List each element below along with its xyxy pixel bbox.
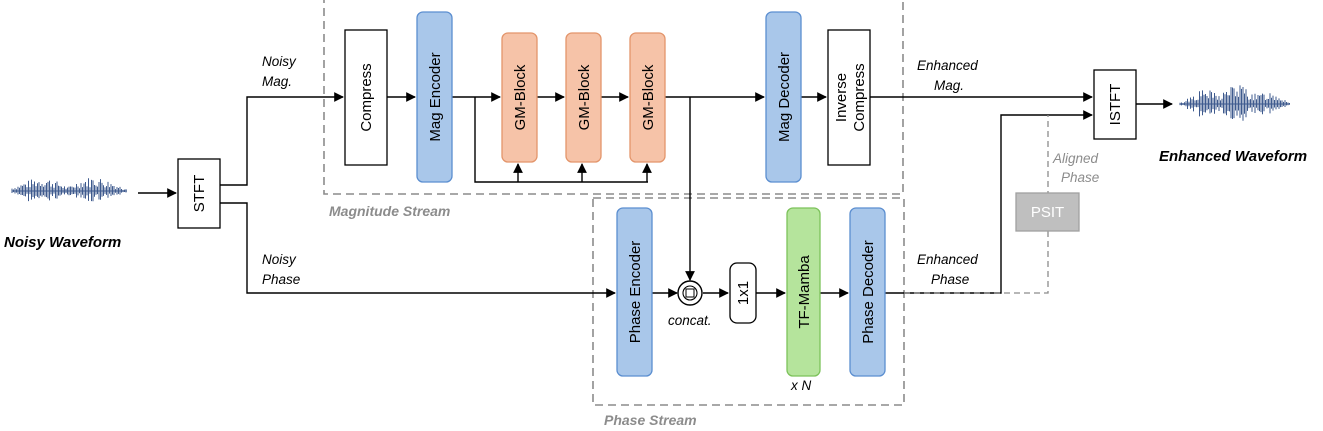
concat-label: concat. [668, 313, 712, 328]
phase-stream-label: Phase Stream [604, 412, 697, 428]
repeat-n-label: x N [790, 378, 812, 393]
concat-inner-ring [682, 285, 698, 301]
enhanced-waveform-label: Enhanced Waveform [1159, 148, 1307, 165]
stft-label: STFT [191, 175, 208, 213]
noisy-mag-label-line2: Mag. [262, 74, 292, 89]
arrow-phase-decoder-to-istft [885, 110, 1093, 294]
stft-block [177, 158, 221, 229]
istft-block [1093, 69, 1137, 140]
mag-encoder-label: Mag Encoder [427, 52, 444, 141]
noisy-mag-label-line1: Noisy [262, 54, 297, 69]
aligned-phase-label-line2: Phase [1061, 170, 1099, 185]
tf-mamba-label: TF-Mamba [796, 255, 813, 329]
phase-decoder-block [849, 207, 886, 377]
aligned-phase-label-line1: Aligned [1052, 151, 1099, 166]
phase-encoder-label: Phase Encoder [627, 241, 644, 344]
mag-decoder-label: Mag Decoder [776, 52, 793, 142]
inverse-compress-label-line1: Inverse [833, 73, 850, 122]
conv-1x1-block [729, 262, 757, 324]
enhanced-phase-label-line1: Enhanced [917, 252, 978, 267]
concat-inner-square [685, 288, 695, 298]
psit-label: PSIT [1031, 204, 1064, 221]
skip-connection-bus [474, 97, 648, 183]
conv-1x1-label: 1x1 [735, 281, 752, 305]
noisy-waveform-icon [11, 178, 127, 202]
mag-encoder-block [416, 11, 453, 183]
enhanced-mag-label-line1: Enhanced [917, 58, 978, 73]
mag-decoder-block [765, 11, 802, 183]
gm-block-3-label: GM-Block [640, 64, 657, 130]
compress-label: Compress [358, 63, 375, 131]
gm-block-2-label: GM-Block [576, 64, 593, 130]
enhanced-mag-label-line2: Mag. [934, 78, 964, 93]
noisy-phase-label-line1: Noisy [262, 252, 297, 267]
gm-block-3 [629, 32, 666, 163]
compress-block [344, 29, 388, 166]
psit-block [1015, 192, 1080, 232]
psit-aligned-phase-path [904, 115, 1049, 294]
noisy-waveform-label: Noisy Waveform [4, 234, 121, 251]
enhanced-waveform-icon [1179, 85, 1290, 121]
arrow-stft-to-phase-encoder [220, 202, 616, 298]
inverse-compress-block [827, 29, 871, 166]
phase-encoder-block [616, 207, 653, 377]
istft-label: ISTFT [1107, 84, 1124, 126]
inverse-compress-label-line2: Compress [851, 63, 868, 131]
tf-mamba-block [786, 207, 821, 377]
phase-decoder-label: Phase Decoder [860, 240, 877, 343]
magnitude-stream-group [323, 0, 904, 195]
noisy-phase-label-line2: Phase [262, 272, 300, 287]
gm-block-1 [501, 32, 538, 163]
arrow-stft-to-compress [220, 92, 344, 186]
gm-block-2 [565, 32, 602, 163]
gm-block-1-label: GM-Block [512, 64, 529, 130]
enhanced-phase-label-line2: Phase [931, 272, 969, 287]
magnitude-stream-label: Magnitude Stream [329, 203, 450, 219]
